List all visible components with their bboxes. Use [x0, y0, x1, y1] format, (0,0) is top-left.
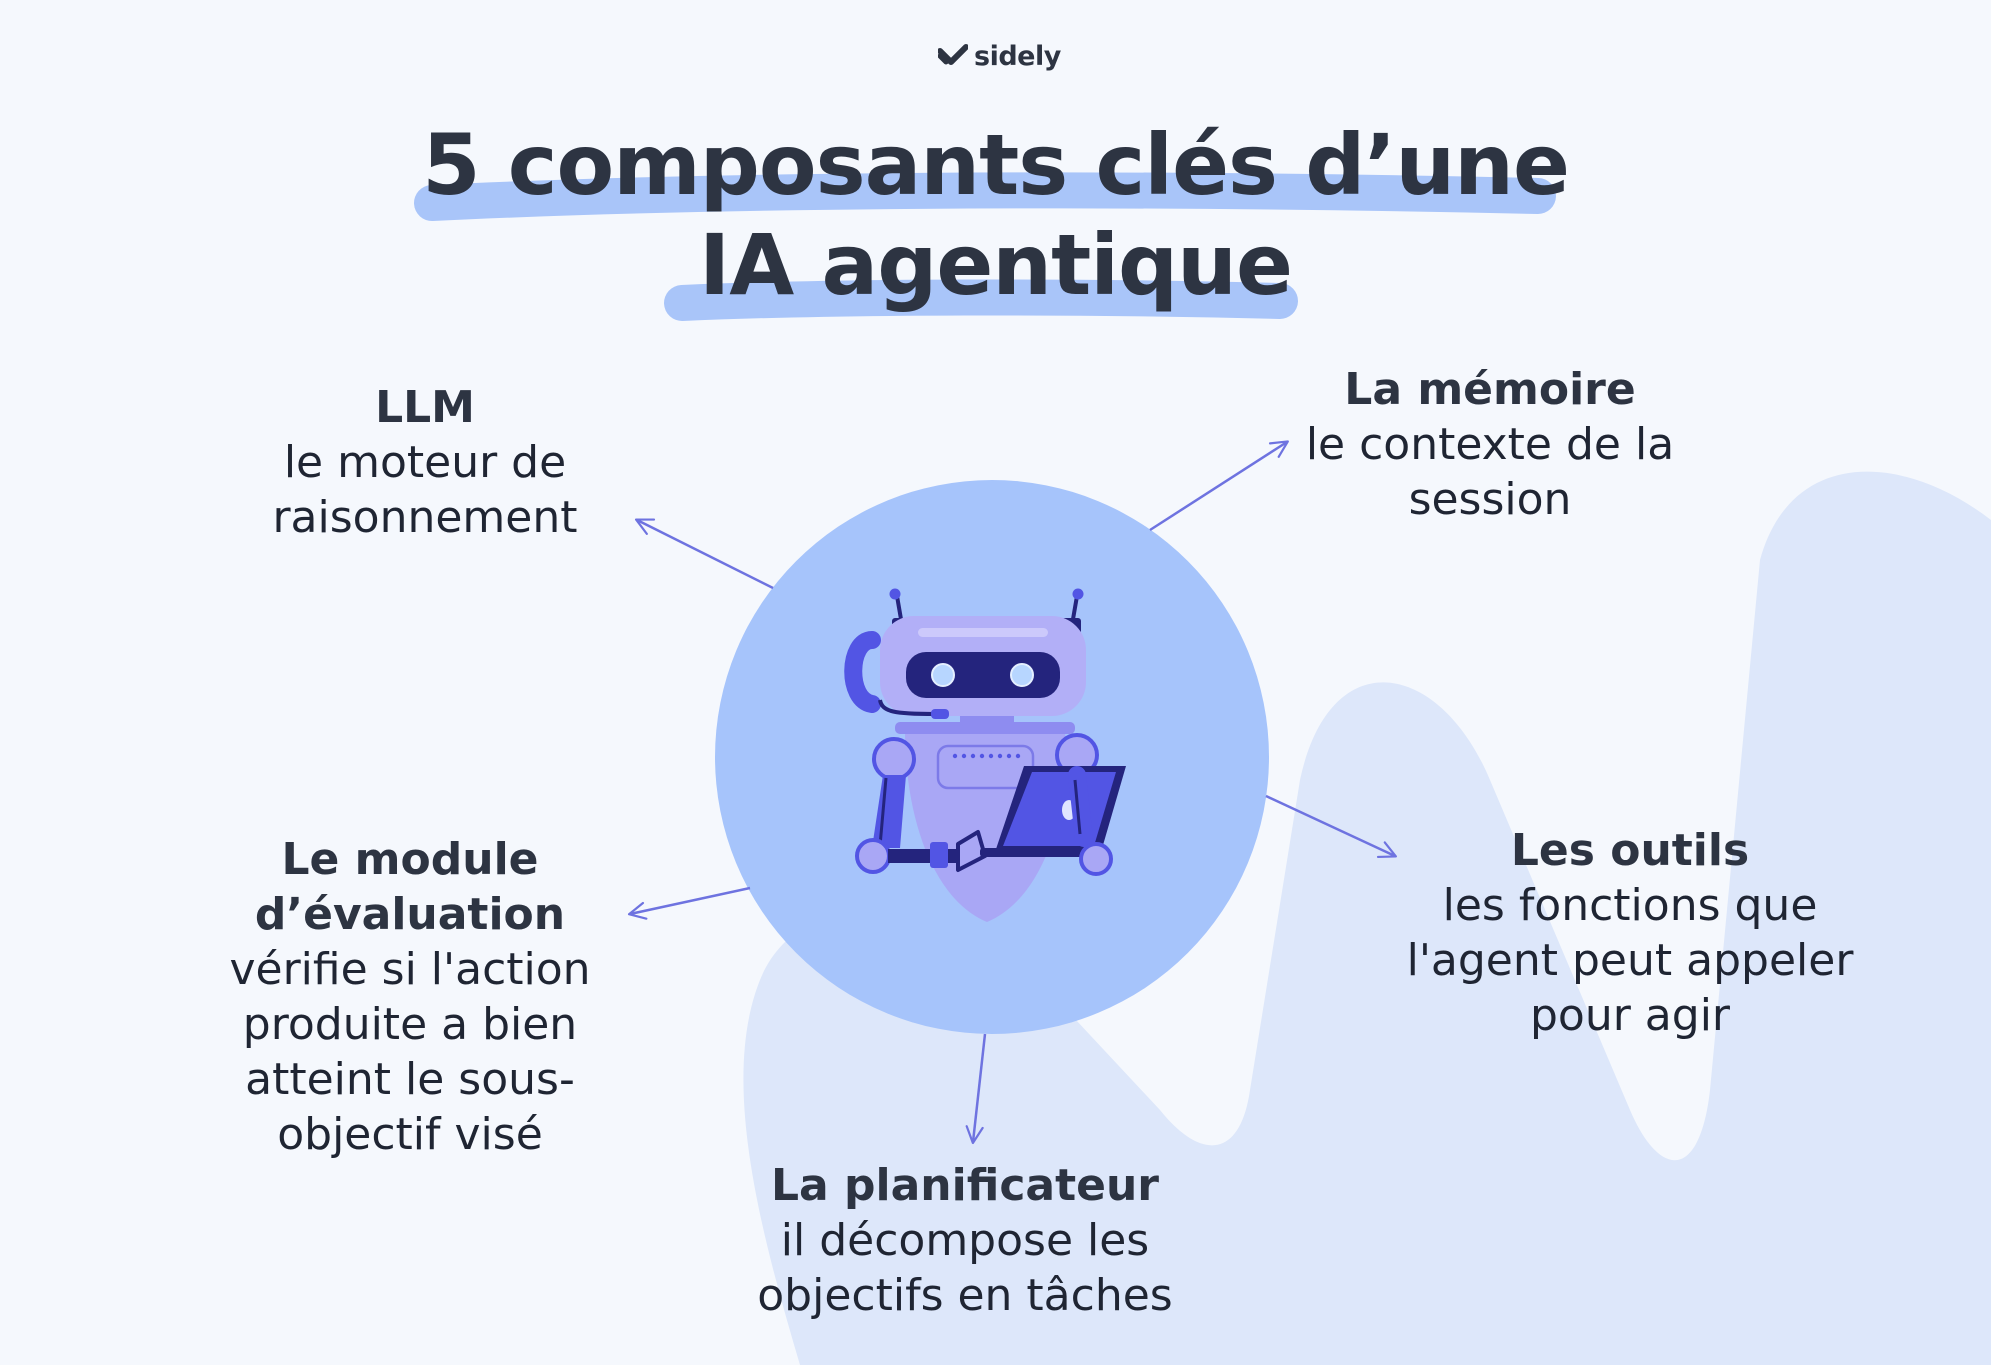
watermark-logo-shape	[743, 471, 1991, 1365]
arrow-to-memoire	[1149, 440, 1289, 532]
component-description: les fonctions que l'agent peut appeler p…	[1406, 880, 1854, 1041]
arrow-to-evaluation	[627, 886, 751, 920]
component-description: le moteur de raisonnement	[272, 437, 578, 543]
component-memoire: La mémoire le contexte de la session	[1240, 362, 1740, 527]
brand-logo: sidely	[938, 38, 1061, 74]
component-title: Les outils	[1510, 825, 1750, 876]
page-title-line-2: IA agentique	[699, 216, 1293, 314]
brand-name: sidely	[974, 40, 1061, 72]
arrow-to-outils	[1265, 794, 1398, 859]
component-title: La planificateur	[770, 1160, 1159, 1211]
component-llm: LLM le moteur de raisonnement	[170, 380, 680, 545]
component-outils: Les outils les fonctions que l'agent peu…	[1350, 823, 1910, 1043]
component-description: vérifie si l'action produite a bien atte…	[229, 944, 591, 1160]
arrow-to-planificateur	[965, 1033, 987, 1145]
arrow-to-llm	[635, 518, 774, 590]
title-highlight-2	[664, 279, 1298, 321]
title-highlight-1	[414, 172, 1556, 221]
robot-with-laptop-illustration	[844, 588, 1126, 922]
component-description: le contexte de la session	[1305, 419, 1675, 525]
sidely-check-icon	[938, 44, 968, 65]
component-title: LLM	[375, 382, 475, 433]
component-planificateur: La planificateur il décompose les object…	[660, 1158, 1270, 1323]
component-evaluation: Le module d’évaluation vérifie si l'acti…	[160, 832, 660, 1162]
page-title-line-1: 5 composants clés d’une	[422, 116, 1570, 214]
component-title: La mémoire	[1344, 364, 1636, 415]
component-title: Le module d’évaluation	[254, 834, 566, 940]
component-description: il décompose les objectifs en tâches	[757, 1215, 1173, 1321]
